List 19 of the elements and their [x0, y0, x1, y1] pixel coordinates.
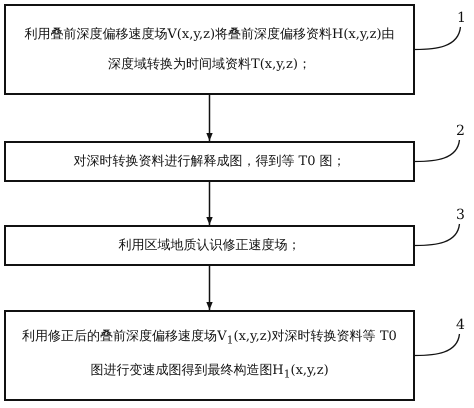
step-number: 4	[456, 317, 465, 333]
step-text: 利用叠前深度偏移速度场V(x,y,z)将叠前深度偏移资料H(x,y,z)由深度域转换为时间域资料T(x,y,z)；	[23, 26, 396, 74]
leader-line	[415, 334, 460, 356]
step-text: 利用区域地质认识修正速度场；	[118, 236, 302, 254]
step-number: 1	[457, 10, 466, 26]
process-box	[4, 141, 415, 182]
process-box	[4, 225, 415, 266]
leader-line	[415, 26, 462, 50]
process-box	[4, 310, 415, 401]
leader-line	[415, 140, 460, 162]
process-box	[4, 4, 415, 95]
step-number: 3	[456, 207, 465, 223]
step-text: 利用修正后的叠前深度偏移速度场V$_{1}$(x,y,z)对深时转换资料等 T0 图进行变速成图得到最终构造图H$_{1}$(x,y,z)	[21, 328, 398, 382]
step-number: 2	[456, 123, 465, 139]
step-text: 对深时转换资料进行解释成图，得到等 T0 图；	[72, 152, 347, 170]
arrow	[206, 95, 213, 141]
arrow	[206, 266, 213, 310]
leader-line	[415, 224, 460, 246]
arrow	[206, 182, 213, 225]
